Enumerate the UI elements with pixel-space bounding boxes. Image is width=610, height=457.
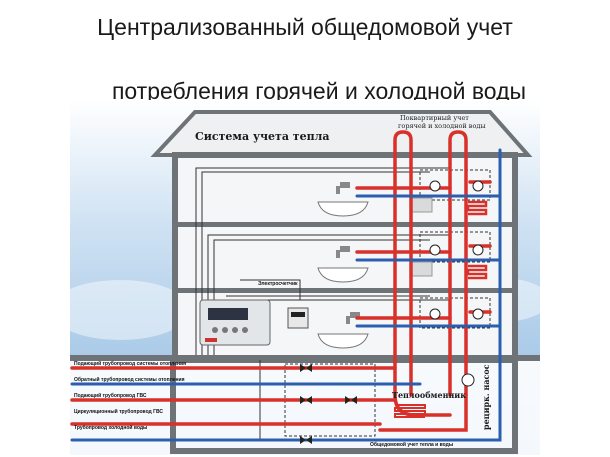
pump-icon — [461, 373, 475, 387]
cold-water-pipes — [70, 148, 502, 442]
sink — [317, 201, 369, 349]
basement-wall — [170, 361, 176, 453]
basement-wall — [512, 361, 518, 453]
heat-exchanger-label: Теплообменник — [392, 390, 466, 400]
faucet-icon — [336, 182, 360, 324]
floor-slab — [175, 288, 515, 293]
electric-meter-label: Электросчетчик — [258, 281, 298, 287]
valve-icon — [300, 364, 357, 444]
pipe-label: Обратный трубопровод системы отопления — [74, 376, 185, 383]
heat-exchanger — [394, 404, 426, 418]
basement-floor — [170, 448, 518, 454]
electricity-meter — [287, 307, 309, 329]
slide-title-line-2: потребления горячей и холодной воды — [111, 78, 527, 104]
apartment-meter-label-line2: горячей и холодной воды — [398, 122, 486, 130]
roof-label: Система учета тепла — [195, 130, 330, 143]
water-meter-icon — [429, 180, 484, 320]
pipe-legend: Подающий трубопровод системы отопления О… — [74, 360, 186, 431]
pipe-label: Подающий трубопровод ГВС — [74, 392, 147, 399]
hot-water-pipes — [70, 130, 492, 432]
pipe-label: Циркуляционный трубопровод ГВС — [74, 408, 163, 415]
apartment-meter-label-line1: Поквартирный учет — [400, 114, 469, 122]
floor-slab — [175, 222, 515, 227]
radiator — [409, 197, 433, 277]
towel-rail — [466, 200, 488, 280]
slide-title-line-1: Централизованный общедомовой учет — [97, 14, 513, 40]
pipe-label: Подающий трубопровод системы отопления — [74, 360, 186, 367]
heat-meter-controller — [199, 299, 271, 346]
pipe-label: Трубопровод холодной воды — [74, 424, 147, 431]
pump-label: рецирк. насос — [481, 364, 491, 430]
ground-slab — [70, 355, 540, 361]
cloud — [50, 280, 190, 340]
building-meter-label: Общедомовой учет тепла и воды — [370, 441, 453, 448]
